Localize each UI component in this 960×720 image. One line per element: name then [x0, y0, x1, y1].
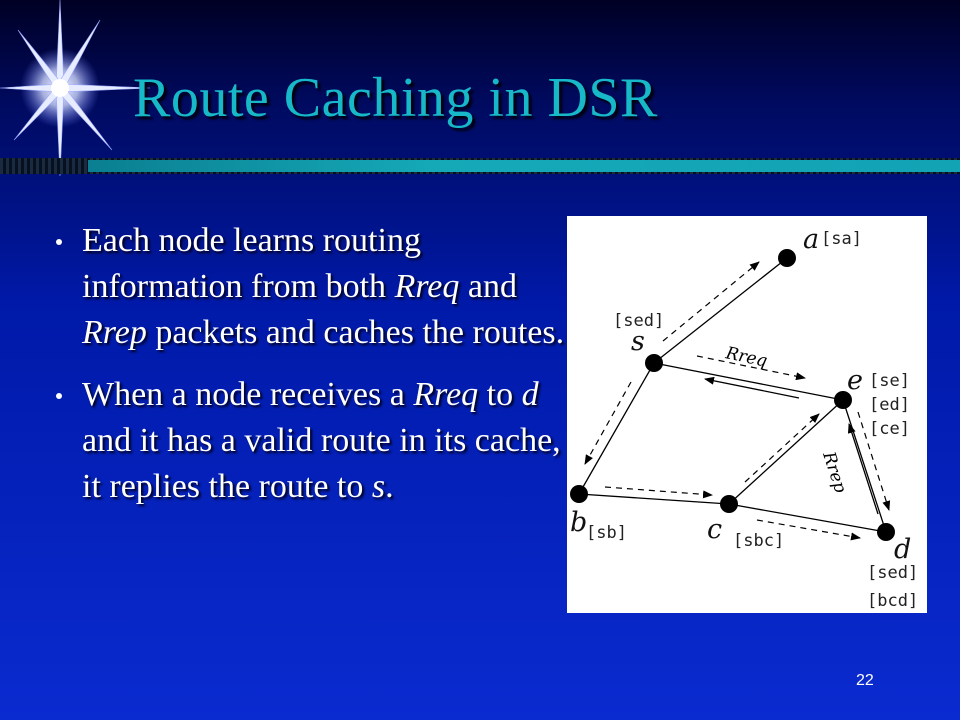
link-c-e	[728, 399, 844, 505]
rrep-arrow-e-s	[704, 376, 800, 399]
edge-label-rrep: Rrep	[818, 448, 850, 495]
bullet-list: Each node learns routing information fro…	[56, 218, 566, 526]
bullet-item: When a node receives a Rreq to d and it …	[56, 372, 566, 510]
node-c	[720, 495, 738, 513]
cache-label-s-0: [sed]	[613, 311, 664, 331]
title-divider	[88, 160, 960, 172]
link-c-d	[728, 503, 887, 533]
cache-label-a-0: [sa]	[821, 229, 862, 249]
node-a	[778, 249, 796, 267]
node-label-d: d	[894, 534, 911, 565]
rreq-arrow-s-b	[584, 381, 632, 465]
bullet-italic-term: s	[371, 468, 386, 505]
bullet-text-run: and	[459, 268, 517, 305]
bullet-dot-icon	[56, 393, 62, 399]
node-s	[645, 354, 663, 372]
slide-title: Route Caching in DSR	[133, 67, 658, 129]
rreq-arrow-s-a	[662, 261, 760, 342]
bullet-text-run: .	[385, 468, 394, 505]
node-e	[834, 391, 852, 409]
link-s-a	[653, 257, 788, 364]
rreq-arrow-s-e	[696, 355, 806, 381]
cache-label-e-1: [ed]	[869, 395, 910, 415]
bullet-text-run: packets and caches the routes.	[146, 314, 565, 351]
link-b-c	[578, 493, 730, 505]
bullet-italic-term: Rreq	[413, 376, 479, 413]
cache-label-c-0: [sbc]	[733, 531, 784, 551]
starburst-icon	[0, 0, 151, 177]
node-d	[877, 523, 895, 541]
bullet-text: Each node learns routing information fro…	[82, 222, 564, 351]
bullet-italic-term: d	[521, 376, 539, 413]
node-label-b: b	[570, 507, 587, 538]
rreq-arrow-b-c	[604, 486, 713, 499]
rrep-arrow-d-e	[847, 423, 879, 515]
bullet-text-run: Each node learns routing information fro…	[82, 222, 421, 305]
network-graph: Rreq Rrep a s e b c d [sa	[570, 224, 918, 611]
cache-label-d-1: [bcd]	[867, 591, 918, 611]
cache-label-d-0: [sed]	[867, 563, 918, 583]
node-label-a: a	[803, 224, 819, 255]
bullet-text-run: When a node receives a	[82, 376, 414, 413]
bullet-text: When a node receives a Rreq to d and it …	[82, 376, 561, 505]
node-label-s: s	[631, 326, 645, 357]
bullet-italic-term: Rreq	[394, 268, 460, 305]
link-s-e	[653, 362, 844, 401]
link-s-b	[578, 362, 655, 495]
node-label-e: e	[847, 365, 863, 396]
bullet-text-run: and it has a valid route in its cache, i…	[82, 422, 561, 505]
node-label-c: c	[707, 514, 722, 545]
edge-label-rreq: Rreq	[723, 343, 769, 372]
bullet-italic-term: Rrep	[82, 314, 147, 351]
rreq-arrow-c-e	[744, 413, 820, 483]
route-cache-diagram: Rreq Rrep a s e b c d [sa	[567, 216, 927, 613]
cache-label-e-2: [ce]	[869, 419, 910, 439]
bullet-dot-icon	[56, 239, 62, 245]
cache-label-e-0: [se]	[869, 371, 910, 391]
cache-label-b-0: [sb]	[586, 523, 627, 543]
page-number: 22	[856, 672, 874, 689]
bullet-item: Each node learns routing information fro…	[56, 218, 566, 356]
node-b	[570, 485, 588, 503]
link-e-d	[842, 399, 887, 533]
bullet-text-run: to	[478, 376, 522, 413]
